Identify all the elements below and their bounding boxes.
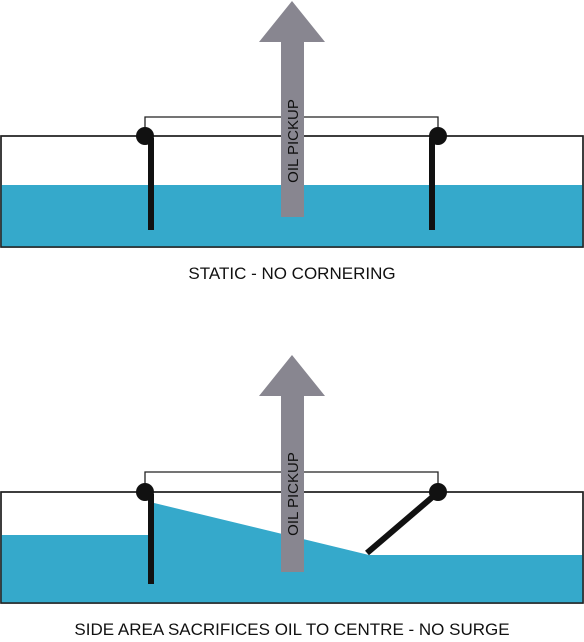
oil-pickup-label-static: OIL PICKUP [285,99,302,183]
right-baffle-pivot-cornering [429,483,447,501]
right-baffle-pivot-static [429,127,447,145]
cornering-panel: OIL PICKUP [0,355,584,604]
right-baffle-cornering [365,491,438,556]
left-baffle-pivot-cornering [136,483,154,501]
cornering-caption: SIDE AREA SACRIFICES OIL TO CENTRE - NO … [74,620,510,639]
oil-pickup-label-cornering: OIL PICKUP [285,452,302,536]
left-baffle-pivot-static [136,127,154,145]
oil-pickup-arrow-static [259,1,325,217]
oil-pickup-arrow-cornering [259,355,325,572]
static-caption: STATIC - NO CORNERING [188,264,396,283]
static-panel: OIL PICKUP [0,1,584,248]
